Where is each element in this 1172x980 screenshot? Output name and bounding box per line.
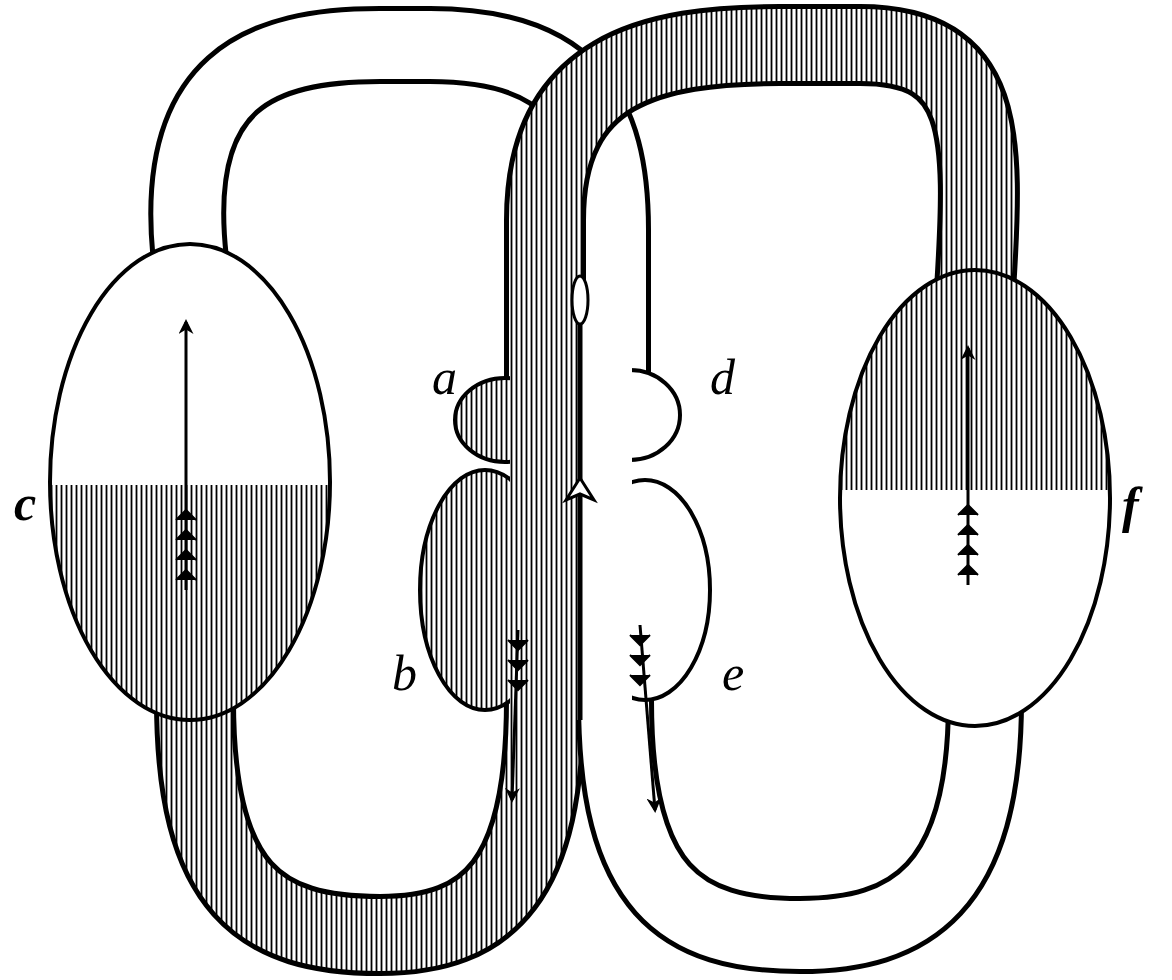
part-letter: d xyxy=(710,352,735,402)
part-letter: f xyxy=(1122,480,1139,530)
part-letter: e xyxy=(722,648,744,698)
part-letter: c xyxy=(14,478,36,528)
part-letter: b xyxy=(392,648,417,698)
part-letter: a xyxy=(432,352,457,402)
